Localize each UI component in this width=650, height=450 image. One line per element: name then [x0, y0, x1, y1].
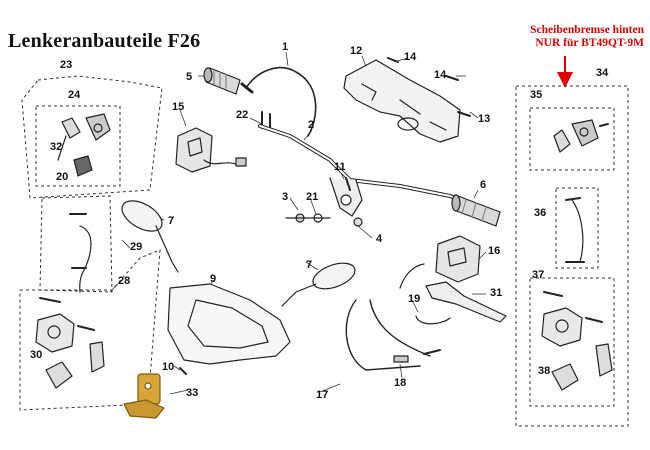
callout-7: 7 — [306, 259, 312, 271]
part-handlebar — [258, 124, 472, 217]
part-left-switch — [175, 127, 247, 173]
callout-11: 11 — [334, 161, 346, 173]
group-boxes — [19, 75, 629, 427]
parts — [35, 57, 613, 419]
part-screw-14b — [445, 75, 459, 81]
box-35 — [529, 107, 615, 171]
part-right-switch — [399, 235, 481, 289]
box-24 — [35, 105, 121, 187]
part-screw-13 — [457, 111, 471, 117]
callout-4: 4 — [376, 233, 383, 245]
note-line-2: NUR für BT49QT-9M — [535, 37, 644, 49]
box-34 — [515, 85, 629, 427]
callout-5: 5 — [186, 71, 192, 83]
callout-15: 15 — [172, 101, 184, 113]
callout-10: 10 — [162, 361, 174, 373]
box-37 — [529, 277, 615, 407]
part-adjuster-18 — [393, 349, 441, 363]
part-throttle-cable — [245, 66, 317, 137]
part-left-grip — [203, 67, 241, 95]
part-wire-19 — [415, 315, 451, 325]
part-screw-14a — [387, 57, 399, 63]
callout-14: 14 — [404, 51, 417, 63]
part-brake-switch-group — [57, 113, 111, 177]
part-left-mirror — [121, 200, 179, 273]
part-nut-4 — [353, 217, 363, 227]
part-front-cover — [167, 283, 291, 365]
callout-9: 9 — [210, 273, 216, 285]
callout-32: 32 — [50, 141, 62, 153]
callout-2: 2 — [308, 119, 314, 131]
part-rear-cable — [565, 197, 585, 263]
box-36 — [555, 187, 599, 269]
callout-29: 29 — [130, 241, 142, 253]
box-23 — [21, 75, 163, 199]
part-brake-cable — [345, 299, 431, 371]
callout-31: 31 — [490, 287, 502, 299]
diagram-title: Lenkeranbauteile F26 — [8, 30, 201, 52]
part-right-grip — [451, 194, 501, 227]
callout-16: 16 — [488, 245, 500, 257]
part-cable-29 — [69, 213, 92, 293]
callout-6: 6 — [480, 179, 486, 191]
part-screw-10 — [179, 367, 187, 375]
part-rear-switch — [553, 119, 609, 153]
callout-1: 1 — [282, 41, 288, 53]
disc-brake-note: Scheibenbremse hinten NUR für BT49QT-9M — [504, 24, 644, 50]
callout-33: 33 — [186, 387, 198, 399]
callout-23: 23 — [60, 59, 72, 71]
callout-22: 22 — [236, 109, 248, 121]
note-line-1: Scheibenbremse hinten — [530, 24, 644, 36]
callout-20: 20 — [56, 171, 68, 183]
callout-38: 38 — [538, 365, 550, 377]
box-29 — [39, 195, 113, 293]
callout-labels: 1234567791011121314141516171819202122232… — [30, 41, 609, 401]
callout-17: 17 — [316, 389, 328, 401]
part-caliper-left — [35, 297, 105, 389]
part-upper-cover — [343, 59, 461, 143]
callout-37: 37 — [532, 269, 544, 281]
part-right-mirror — [281, 262, 356, 307]
callout-7: 7 — [168, 215, 174, 227]
callout-14: 14 — [434, 69, 447, 81]
part-caliper-rear — [541, 291, 613, 391]
callout-30: 30 — [30, 349, 42, 361]
part-bolt-11 — [345, 177, 351, 191]
callout-24: 24 — [68, 89, 81, 101]
callout-18: 18 — [394, 377, 406, 389]
callout-3: 3 — [282, 191, 288, 203]
part-master-cylinder — [123, 373, 165, 419]
callout-13: 13 — [478, 113, 490, 125]
callout-28: 28 — [118, 275, 130, 287]
callout-34: 34 — [596, 67, 609, 79]
callout-35: 35 — [530, 89, 542, 101]
callout-21: 21 — [306, 191, 318, 203]
callout-12: 12 — [350, 45, 362, 57]
callout-36: 36 — [534, 207, 546, 219]
callout-19: 19 — [408, 293, 420, 305]
part-brake-lever — [425, 281, 507, 323]
